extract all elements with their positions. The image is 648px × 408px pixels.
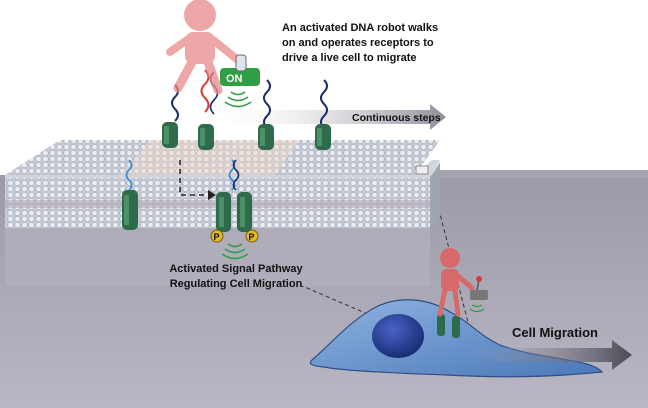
title-line: drive a live cell to migrate: [282, 52, 417, 64]
receptor: [198, 124, 214, 150]
dna-strand-red: [200, 69, 210, 113]
dna-strand: [232, 159, 240, 191]
phospho-badge: P: [210, 229, 224, 243]
membrane-top-surface: [5, 140, 440, 175]
svg-text:P: P: [249, 232, 255, 242]
receptor: [437, 314, 445, 336]
pathway-label-line: Activated Signal Pathway: [169, 263, 303, 275]
receptor: [122, 190, 138, 230]
migration-arrow: [470, 340, 632, 370]
movement-dashed-arrow: [179, 160, 208, 196]
signal-waves-icon: [469, 304, 485, 313]
membrane-top-rim: [5, 160, 440, 178]
migration-label: Cell Migration: [512, 325, 598, 340]
signal-waves-icon: [224, 91, 252, 108]
membrane-right-edge: [430, 162, 440, 228]
remote-switch-small-icon: [470, 276, 488, 300]
signal-waves-icon: [221, 243, 249, 260]
dna-robot-figure: [166, 0, 242, 95]
pathway-label-line: Regulating Cell Migration: [170, 278, 303, 290]
phospho-badge: P: [245, 229, 259, 243]
receptor: [315, 124, 331, 150]
receptor: [258, 124, 274, 150]
dna-strand-blue: [228, 159, 236, 191]
on-switch-remote: ON: [220, 54, 260, 86]
dna-strand-blue: [125, 159, 133, 191]
receptor: [162, 122, 178, 148]
title-line: An activated DNA robot walks: [282, 22, 438, 34]
movement-arrowhead: [208, 190, 216, 200]
dna-strand: [320, 79, 328, 129]
svg-text:P: P: [214, 232, 220, 242]
membrane-marker-icon: [415, 165, 429, 175]
background-upper-right: [440, 170, 648, 178]
dna-strand: [263, 79, 271, 129]
receptor: [452, 316, 460, 338]
dna-robot-figure-small: [437, 248, 475, 317]
receptor-dimer: [216, 192, 252, 232]
continuous-steps-arrow: [215, 104, 446, 130]
membrane-top-highlight: [120, 140, 300, 175]
nucleus: [372, 314, 424, 358]
continuous-steps-label: Continuous steps: [352, 112, 441, 124]
title-line: on and operates receptors to: [282, 37, 434, 49]
svg-text:ON: ON: [226, 73, 243, 85]
